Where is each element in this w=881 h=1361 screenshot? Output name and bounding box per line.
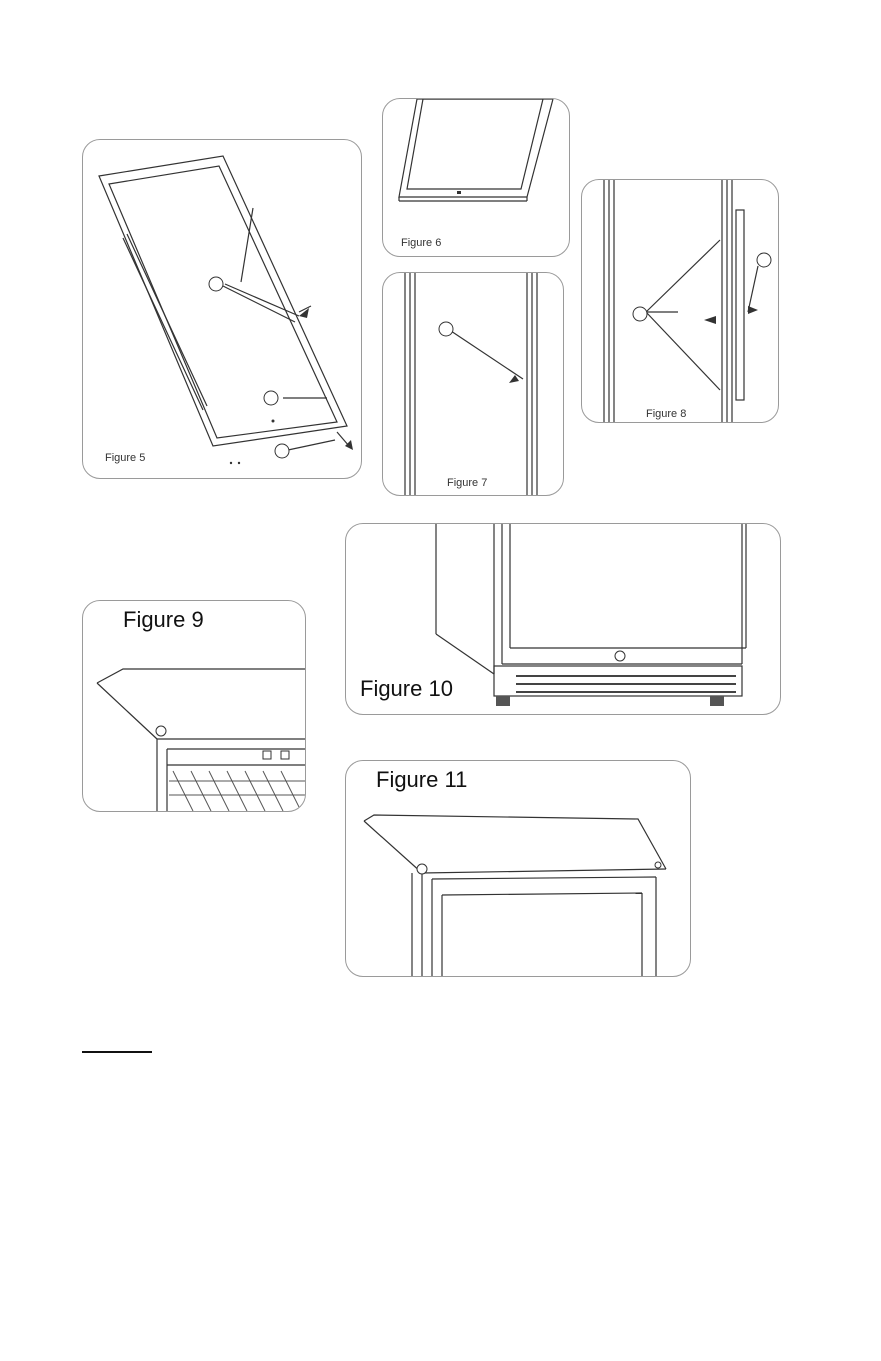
figure-8-door-drawing — [582, 180, 778, 422]
figure-11-panel: Figure 11 — [345, 760, 691, 977]
section-heading-underline — [82, 1051, 152, 1053]
figure-8-panel: Figure 8 — [581, 179, 779, 423]
figure-10-panel: Figure 10 — [345, 523, 781, 715]
figure-5-caption: Figure 5 — [105, 452, 145, 464]
figure-5-door-drawing — [83, 140, 361, 478]
figure-5-panel: Figure 5 — [82, 139, 362, 479]
figure-6-door-drawing — [383, 99, 569, 256]
figure-9-caption: Figure 9 — [123, 607, 204, 633]
figure-7-panel: Figure 7 — [382, 272, 564, 496]
figure-8-caption: Figure 8 — [646, 408, 686, 420]
figure-7-door-drawing — [383, 273, 563, 495]
figure-6-caption: Figure 6 — [401, 237, 441, 249]
figure-7-caption: Figure 7 — [447, 477, 487, 489]
figure-10-caption: Figure 10 — [360, 676, 453, 702]
figure-11-caption: Figure 11 — [376, 767, 467, 793]
figure-6-panel: Figure 6 — [382, 98, 570, 257]
figure-9-panel: Figure 9 — [82, 600, 306, 812]
figure-11-cabinet-drawing — [346, 761, 690, 976]
